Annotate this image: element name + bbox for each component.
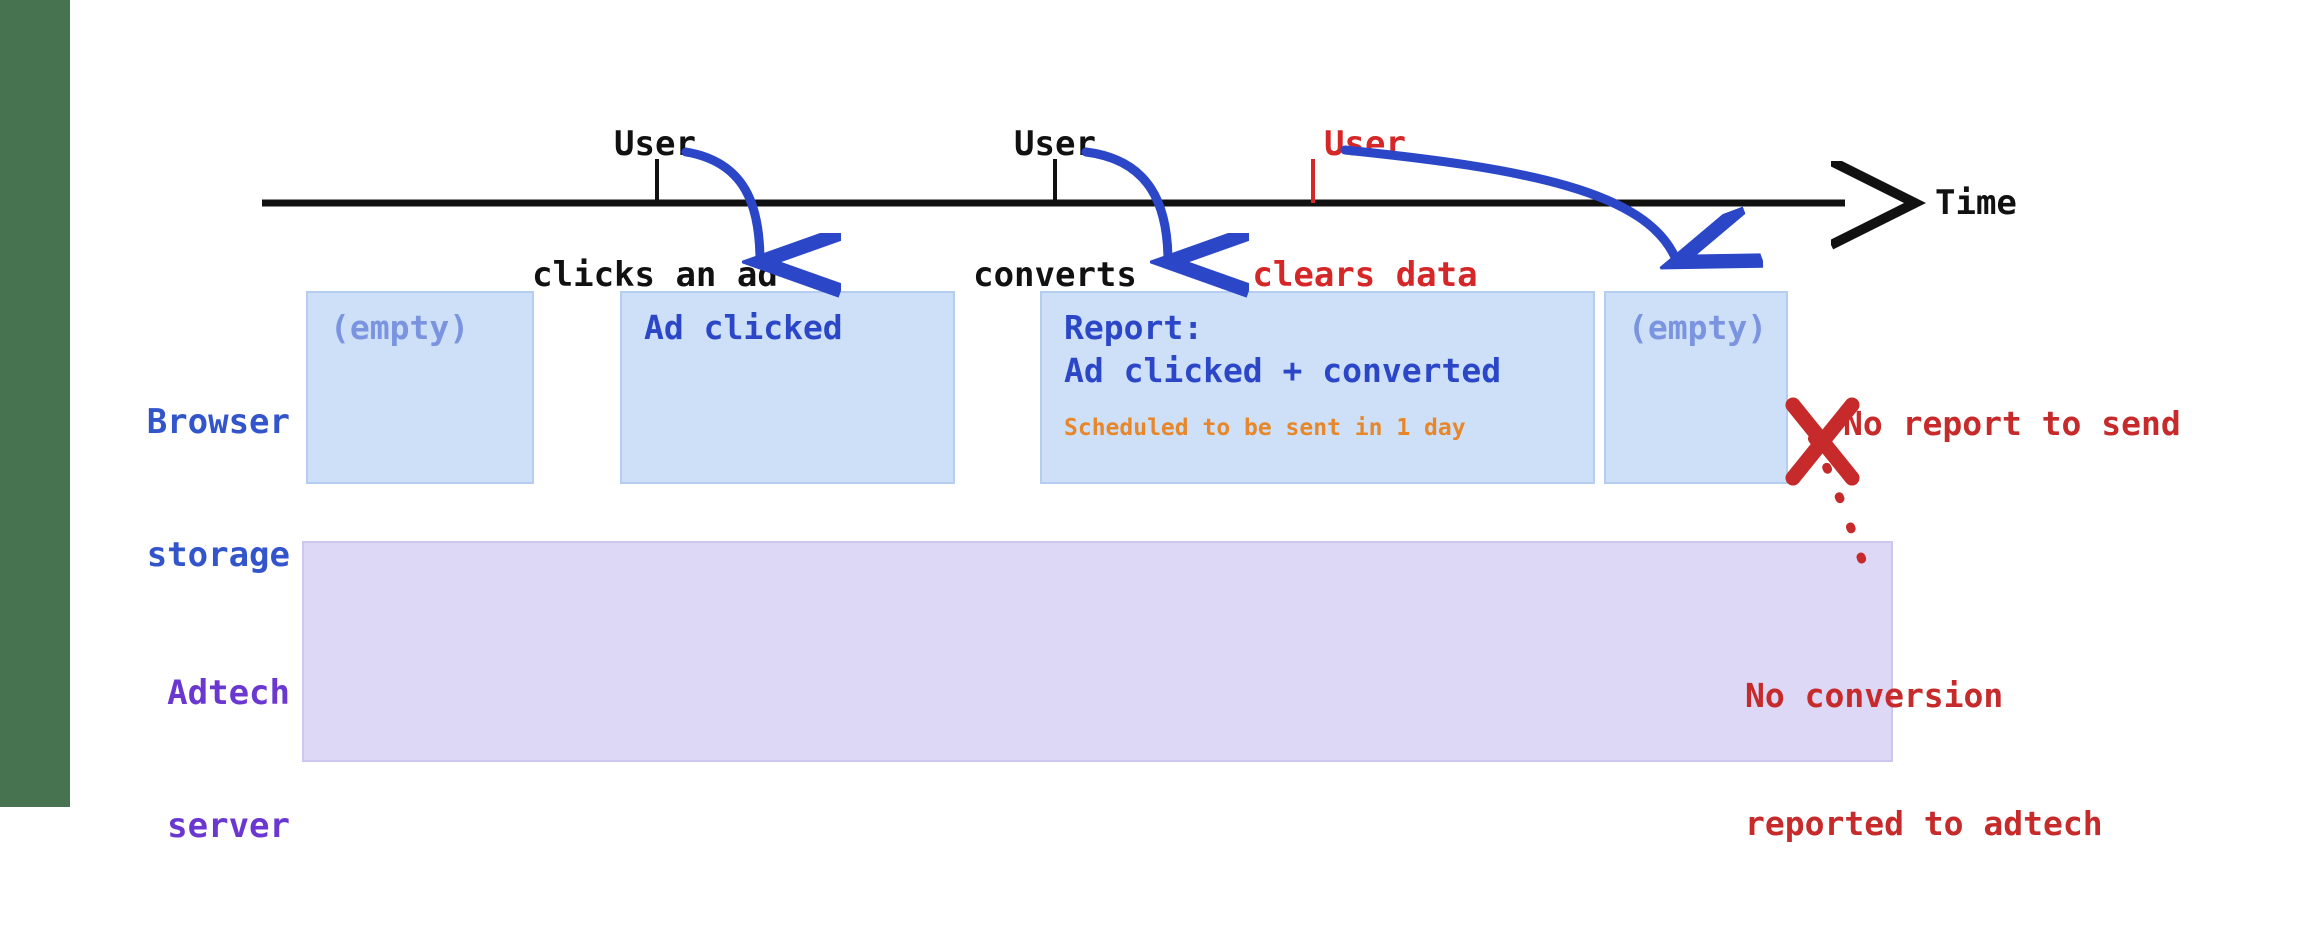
diagram-canvas: User clicks an ad User converts User cle…	[0, 0, 2181, 846]
adtech-server-box	[302, 541, 1893, 762]
row-label-adtech-server: Adtech server	[60, 583, 290, 937]
annotation-no-conversion-reported: No conversion reported to adtech	[1745, 589, 2103, 932]
storage-box-report: Report: Ad clicked + converted Scheduled…	[1040, 291, 1595, 484]
left-accent-strip	[0, 0, 70, 807]
event-label-click-line1: User	[614, 124, 696, 165]
storage-box-empty-initial-text: (empty)	[330, 308, 470, 347]
storage-box-report-schedule: Scheduled to be sent in 1 day	[1064, 415, 1466, 441]
storage-box-empty-initial: (empty)	[306, 291, 534, 484]
row-label-browser-line1: Browser	[146, 402, 290, 443]
storage-box-empty-cleared: (empty)	[1604, 291, 1788, 484]
annotation-no-report-to-send: No report to send	[1843, 404, 2181, 443]
storage-box-empty-cleared-text: (empty)	[1628, 308, 1768, 347]
annotation-no-conversion-line2: reported to adtech	[1745, 804, 2103, 844]
row-label-adtech-line1: Adtech	[167, 673, 290, 714]
event-label-clear-line1: User	[1324, 124, 1406, 165]
row-label-browser-storage: Browser storage	[60, 312, 290, 666]
storage-box-report-text: Report: Ad clicked + converted	[1064, 308, 1502, 390]
row-label-browser-line2: storage	[146, 534, 290, 575]
storage-box-ad-clicked: Ad clicked	[620, 291, 955, 484]
storage-box-ad-clicked-text: Ad clicked	[644, 308, 843, 347]
annotation-no-conversion-line1: No conversion	[1745, 675, 2004, 715]
timeline-axis-label: Time	[1935, 183, 2017, 223]
row-label-adtech-line2: server	[167, 805, 290, 846]
